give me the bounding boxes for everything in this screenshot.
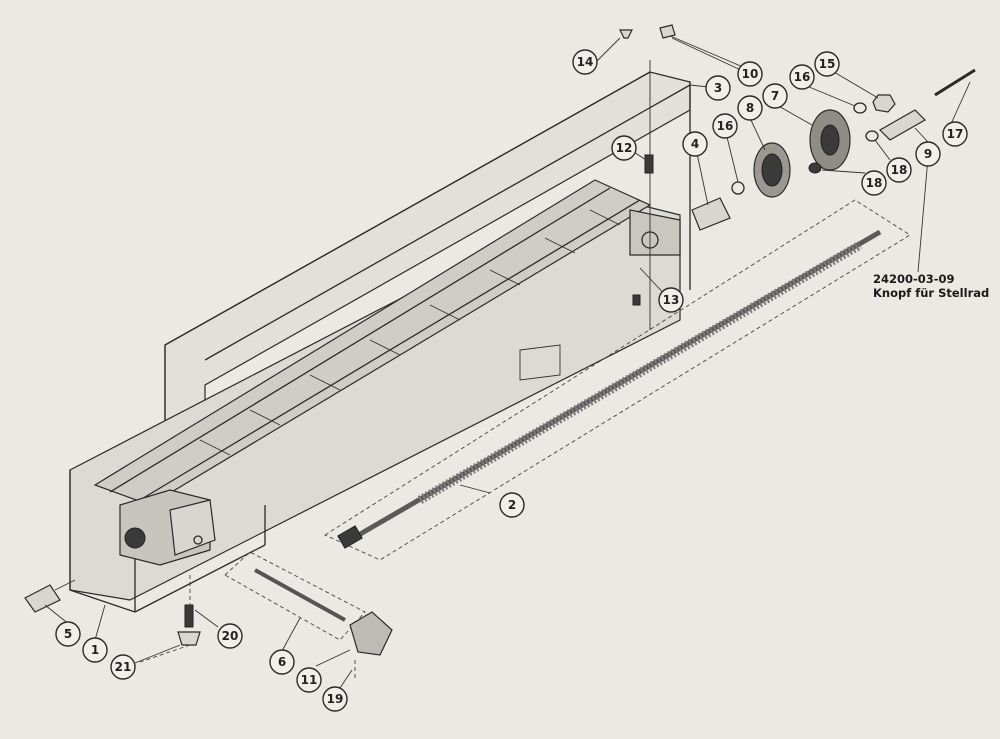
callout-18-lower-label: 18 [866, 176, 883, 190]
callout-20: 20 [217, 623, 243, 649]
lead-screw [324, 199, 911, 561]
machine-bed [69, 71, 691, 613]
callout-16-upper: 16 [789, 64, 815, 90]
callout-1-label: 1 [91, 643, 99, 657]
callout-14: 14 [572, 49, 598, 75]
callout-6: 6 [269, 649, 295, 675]
callout-21: 21 [110, 654, 136, 680]
callout-9: 9 [915, 141, 941, 167]
callout-10-label: 10 [742, 67, 759, 81]
callout-2-label: 2 [508, 498, 516, 512]
callout-17: 17 [942, 121, 968, 147]
callout-15-label: 15 [819, 57, 836, 71]
callout-12: 12 [611, 135, 637, 161]
callout-16-lower: 16 [712, 113, 738, 139]
small-parts-left [24, 575, 201, 663]
callout-8: 8 [737, 95, 763, 121]
callout-2: 2 [499, 492, 525, 518]
callout-7-label: 7 [771, 89, 779, 103]
callout-11: 11 [296, 667, 322, 693]
annotation-description: Knopf für Stellrad [873, 286, 990, 300]
callout-19-label: 19 [327, 692, 344, 706]
part-annotation: 24200-03-09 Knopf für Stellrad [873, 272, 989, 300]
callout-11-label: 11 [301, 673, 318, 687]
callout-18-lower: 18 [861, 170, 887, 196]
callout-7: 7 [762, 83, 788, 109]
callout-5-label: 5 [64, 627, 72, 641]
annotation-part-number: 24200-03-09 [873, 272, 955, 286]
callout-5: 5 [55, 621, 81, 647]
callout-1: 1 [82, 637, 108, 663]
callout-15: 15 [814, 51, 840, 77]
callout-13-label: 13 [663, 293, 680, 307]
callout-21-label: 21 [115, 660, 132, 674]
callout-20-label: 20 [222, 629, 239, 643]
callout-10: 10 [737, 61, 763, 87]
callout-19: 19 [322, 686, 348, 712]
callout-8-label: 8 [746, 101, 754, 115]
gear-assembly [619, 24, 976, 330]
callout-16-lower-label: 16 [717, 119, 734, 133]
callout-4-label: 4 [691, 137, 699, 151]
callout-12-label: 12 [616, 141, 633, 155]
callout-6-label: 6 [278, 655, 286, 669]
callout-9-label: 9 [924, 147, 932, 161]
handwheel-shaft [224, 551, 393, 680]
callout-13: 13 [658, 287, 684, 313]
callout-18-upper-label: 18 [891, 163, 908, 177]
callout-4: 4 [682, 131, 708, 157]
callout-3: 3 [705, 75, 731, 101]
callout-17-label: 17 [947, 127, 964, 141]
callout-14-label: 14 [577, 55, 594, 69]
callout-16-upper-label: 16 [794, 70, 811, 84]
callout-3-label: 3 [714, 81, 722, 95]
callout-18-upper: 18 [886, 157, 912, 183]
